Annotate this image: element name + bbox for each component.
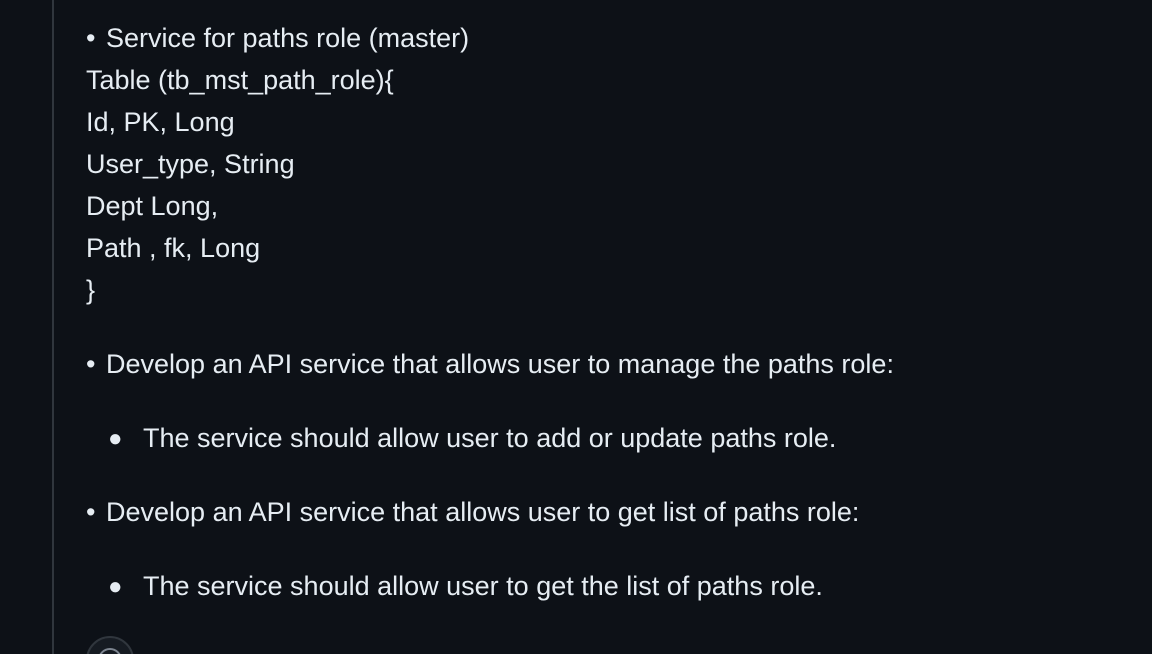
bullet-icon: • — [86, 497, 96, 527]
timeline-gutter-line — [52, 0, 54, 654]
list-item-text: Develop an API service that allows user … — [106, 349, 894, 379]
sub-list-item-text: The service should allow user to get the… — [143, 571, 823, 601]
table-definition-line: Table (tb_mst_path_role){ — [86, 65, 394, 95]
bullet-icon: • — [86, 349, 96, 379]
table-definition-line: } — [86, 275, 96, 305]
table-definition-line: Id, PK, Long — [86, 107, 235, 137]
sub-bullet-icon: ● — [108, 425, 123, 452]
avatar-icon[interactable] — [86, 636, 134, 654]
sub-list-item-text: The service should allow user to add or … — [143, 423, 837, 453]
table-definition-line: Path , fk, Long — [86, 233, 261, 263]
list-item-service-paths-role: • Service for paths role (master) — [86, 17, 469, 59]
sub-bullet-icon: ● — [108, 573, 123, 600]
list-item-text: Develop an API service that allows user … — [106, 497, 860, 527]
sub-list-item-add-update: ● The service should allow user to add or… — [108, 417, 836, 460]
table-definition-line: User_type, String — [86, 149, 295, 179]
sub-list-item-get-list: ● The service should allow user to get th… — [108, 565, 823, 608]
avatar-inner-ring — [98, 648, 122, 654]
table-definition-line: Dept Long, — [86, 191, 219, 221]
list-item-text: Service for paths role (master) — [106, 23, 470, 53]
bullet-icon: • — [86, 23, 96, 53]
list-item-manage-paths-role: • Develop an API service that allows user… — [86, 343, 894, 385]
list-item-get-paths-role: • Develop an API service that allows user… — [86, 491, 859, 533]
